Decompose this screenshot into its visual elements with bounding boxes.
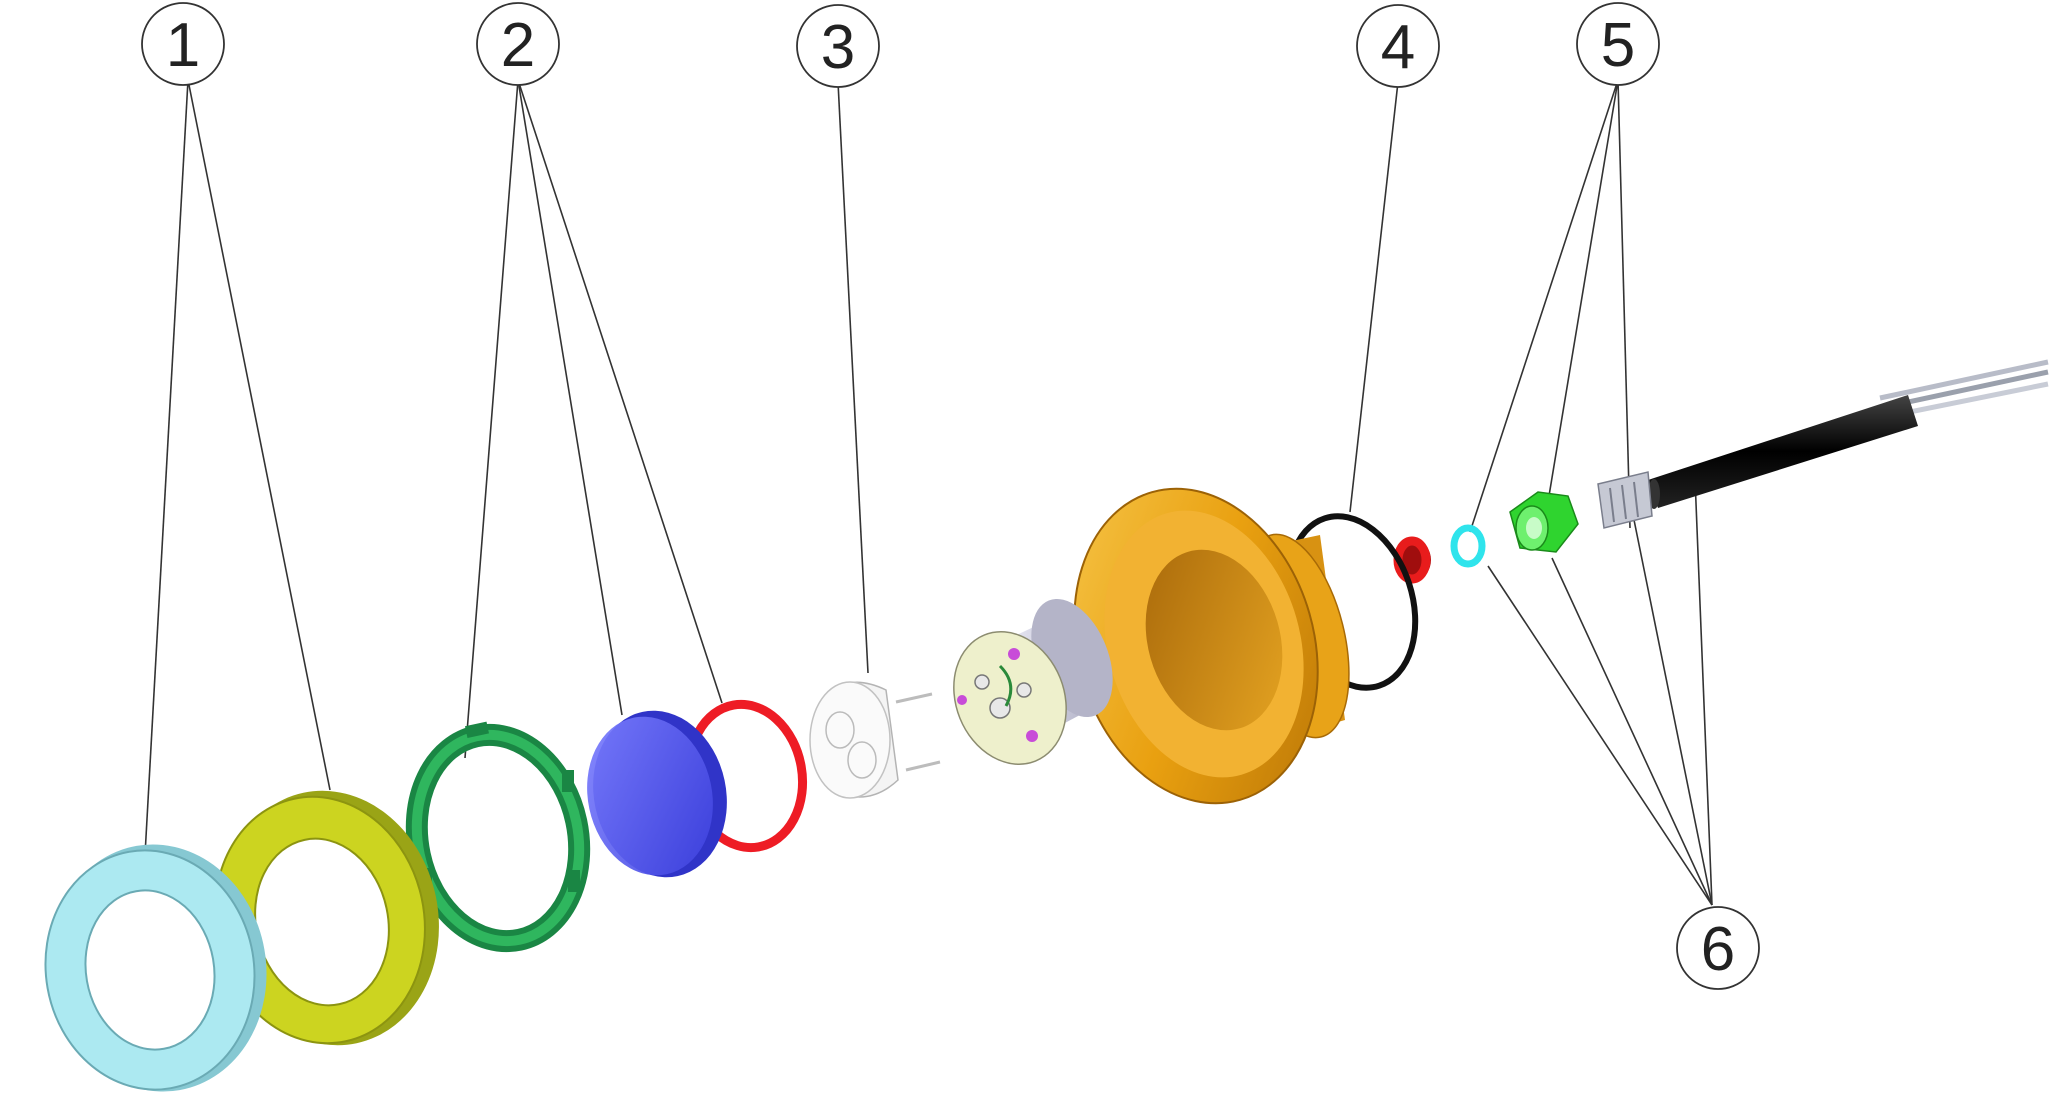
callout-3: 3 <box>796 4 880 88</box>
callout-4-label: 4 <box>1381 13 1415 82</box>
callout-1: 1 <box>141 2 225 86</box>
leader-2-lens-gasket <box>517 79 723 704</box>
leader-6-cable <box>1694 477 1713 906</box>
leader-2-clamp-ring <box>464 79 519 759</box>
callout-5-label: 5 <box>1601 11 1635 80</box>
washer <box>1450 524 1486 568</box>
leader-6-washer <box>1487 565 1713 906</box>
callout-5: 5 <box>1576 2 1660 86</box>
leader-2-lens <box>517 79 623 716</box>
leader-lines <box>144 79 1713 906</box>
callout-6: 6 <box>1676 906 1760 990</box>
callout-2: 2 <box>476 2 560 86</box>
leader-4-o-ring <box>1349 81 1399 513</box>
callout-2-label: 2 <box>501 11 535 80</box>
led-module <box>953 598 1113 765</box>
trim-ring <box>44 844 267 1092</box>
connector <box>1597 471 1653 529</box>
callout-1-label: 1 <box>166 11 200 80</box>
housing <box>1073 487 1350 805</box>
callout-6-label: 6 <box>1701 915 1735 984</box>
leader-1-trim-ring <box>144 79 189 856</box>
leader-5-washer <box>1469 79 1619 533</box>
cable <box>1648 359 2049 509</box>
lens <box>587 710 727 878</box>
callout-3-label: 3 <box>821 13 855 82</box>
callout-4: 4 <box>1356 4 1440 88</box>
leader-1-niche-trim <box>187 79 331 791</box>
leader-3-reflector <box>837 81 869 674</box>
leader-6-connector <box>1631 509 1713 906</box>
cable-gland-nut <box>1509 491 1579 553</box>
leader-5-gland-nut <box>1544 79 1619 521</box>
leader-6-gland-nut <box>1551 557 1713 906</box>
reflector <box>809 681 941 799</box>
leader-5-connector <box>1617 79 1631 529</box>
